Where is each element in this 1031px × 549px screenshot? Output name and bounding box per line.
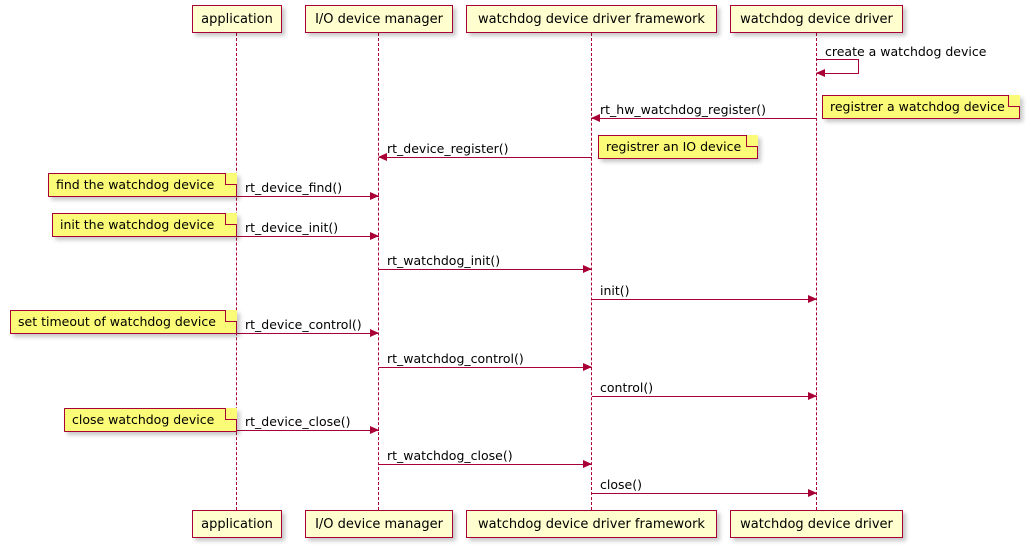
message-label-control: control(): [600, 380, 654, 395]
arrowhead-rt-watchdog-init: [583, 265, 592, 273]
message-label-rt-device-find: rt_device_find(): [245, 180, 343, 195]
message-rt-device-control[interactable]: [237, 333, 379, 334]
message-close[interactable]: [592, 493, 817, 494]
arrowhead-rt-watchdog-control: [583, 363, 592, 371]
note-set-timeout-text: set timeout of watchdog device: [18, 313, 216, 329]
message-rt-watchdog-close[interactable]: [379, 464, 592, 465]
participant-watchdog-driver-top[interactable]: watchdog device driver: [730, 5, 903, 33]
note-register-watchdog-device-text: registrer a watchdog device: [830, 98, 1005, 114]
participant-application-top[interactable]: application: [192, 5, 282, 33]
arrowhead-rt-device-init: [370, 232, 379, 240]
arrowhead-rt-device-find: [370, 192, 379, 200]
lifeline-io-device-manager: [378, 33, 379, 510]
note-close-watchdog-device[interactable]: close watchdog device: [64, 408, 237, 432]
participant-io-device-manager-top[interactable]: I/O device manager: [305, 5, 453, 33]
message-label-rt-hw-watchdog-register: rt_hw_watchdog_register(): [600, 102, 766, 117]
message-label-rt-device-close: rt_device_close(): [245, 414, 351, 429]
note-find-watchdog-device[interactable]: find the watchdog device: [48, 173, 237, 197]
message-label-rt-watchdog-control: rt_watchdog_control(): [387, 351, 524, 366]
arrowhead-rt-device-control: [370, 329, 379, 337]
participant-io-device-manager-bottom[interactable]: I/O device manager: [305, 510, 453, 538]
message-label-rt-watchdog-init: rt_watchdog_init(): [387, 253, 501, 268]
note-fold-icon: [225, 310, 237, 322]
note-fold-icon: [225, 213, 237, 225]
message-control[interactable]: [592, 396, 817, 397]
arrowhead-close: [808, 489, 817, 497]
arrowhead-rt-watchdog-close: [583, 460, 592, 468]
arrowhead-create-a-watchdog-device: [816, 69, 825, 77]
message-rt-device-close[interactable]: [237, 430, 379, 431]
self-message-create-a-watchdog-device[interactable]: [817, 59, 859, 74]
participant-watchdog-framework-top[interactable]: watchdog device driver framework: [466, 5, 717, 33]
arrowhead-rt-device-close: [370, 426, 379, 434]
note-init-watchdog-device-text: init the watchdog device: [60, 216, 215, 232]
message-label-rt-watchdog-close: rt_watchdog_close(): [387, 448, 513, 463]
message-label-create-a-watchdog-device: create a watchdog device: [825, 44, 987, 59]
message-rt-device-find[interactable]: [237, 196, 379, 197]
lifeline-watchdog-driver: [816, 33, 817, 510]
note-find-watchdog-device-text: find the watchdog device: [56, 176, 215, 192]
note-fold-icon: [746, 135, 758, 147]
note-fold-icon: [225, 173, 237, 185]
message-rt-watchdog-control[interactable]: [379, 367, 592, 368]
note-register-io-device-text: registrer an IO device: [606, 138, 742, 154]
message-rt-hw-watchdog-register[interactable]: [592, 118, 817, 119]
participant-watchdog-framework-bottom[interactable]: watchdog device driver framework: [466, 510, 717, 538]
note-set-timeout[interactable]: set timeout of watchdog device: [10, 310, 237, 334]
message-rt-watchdog-init[interactable]: [379, 269, 592, 270]
message-label-rt-device-init: rt_device_init(): [245, 220, 339, 235]
message-init[interactable]: [592, 299, 817, 300]
note-close-watchdog-device-text: close watchdog device: [72, 411, 215, 427]
note-register-watchdog-device[interactable]: registrer a watchdog device: [822, 95, 1020, 119]
message-label-rt-device-register: rt_device_register(): [387, 141, 509, 156]
arrowhead-control: [808, 392, 817, 400]
lifeline-application: [236, 33, 237, 510]
arrowhead-rt-hw-watchdog-register: [591, 114, 600, 122]
message-rt-device-init[interactable]: [237, 236, 379, 237]
note-fold-icon: [1008, 95, 1020, 107]
message-label-init: init(): [600, 283, 630, 298]
message-rt-device-register[interactable]: [379, 157, 592, 158]
message-label-close: close(): [600, 477, 642, 492]
note-fold-icon: [225, 408, 237, 420]
note-register-io-device[interactable]: registrer an IO device: [598, 135, 758, 159]
arrowhead-init: [808, 295, 817, 303]
arrowhead-rt-device-register: [378, 153, 387, 161]
participant-application-bottom[interactable]: application: [192, 510, 282, 538]
note-init-watchdog-device[interactable]: init the watchdog device: [52, 213, 237, 237]
message-label-rt-device-control: rt_device_control(): [245, 317, 362, 332]
participant-watchdog-driver-bottom[interactable]: watchdog device driver: [730, 510, 903, 538]
